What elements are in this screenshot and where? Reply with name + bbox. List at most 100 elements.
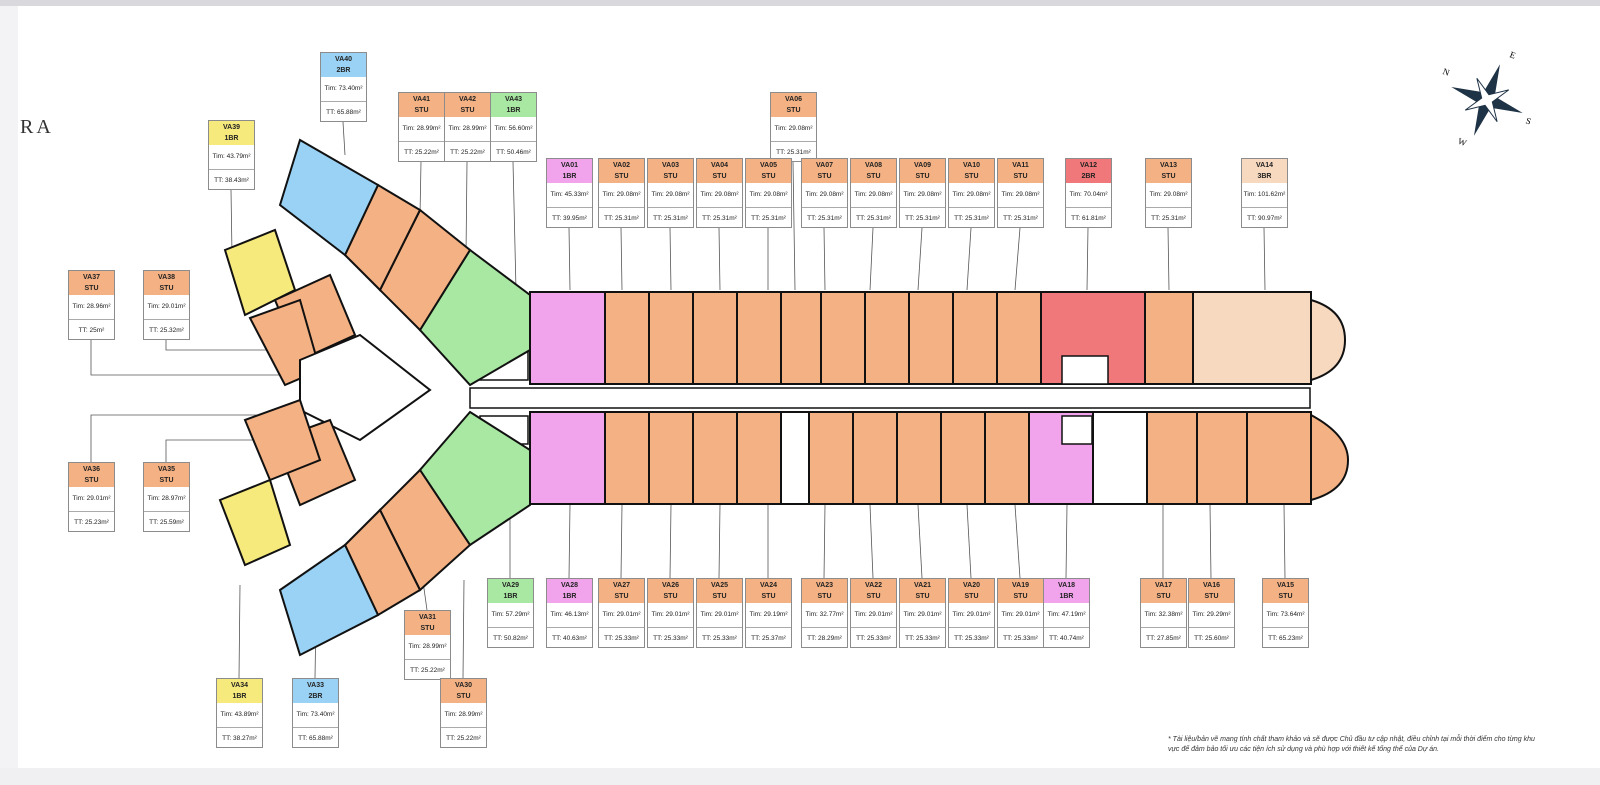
unit-code: VA42	[459, 96, 476, 103]
unit-net-area: TT: 25.33m²	[653, 635, 688, 642]
unit-gross-area: Tim: 29.01m²	[69, 487, 114, 512]
stair-core-mid	[780, 411, 810, 505]
unit-code: VA39	[223, 124, 240, 131]
unit-gross-area: Tim: 29.08m²	[697, 183, 742, 208]
unit-net-area: TT: 40.74m²	[1049, 635, 1084, 642]
unit-gross-area: Tim: 29.08m²	[771, 117, 816, 142]
unit-type: STU	[460, 107, 475, 114]
unit-type: STU	[761, 593, 776, 600]
unit-code: VA35	[158, 466, 175, 473]
unit-type: STU	[159, 477, 174, 484]
leader-va23	[823, 504, 826, 579]
unit-VA25	[692, 411, 738, 505]
unit-gross-area: Tim: 29.01m²	[697, 603, 742, 628]
unit-VA34	[218, 478, 292, 567]
unit-VA02	[604, 291, 650, 385]
unit-VA05	[736, 291, 782, 385]
unit-code: VA24	[760, 582, 777, 589]
unit-net-area: TT: 27.85m²	[1146, 635, 1181, 642]
unit-gross-area: Tim: 28.99m²	[405, 635, 450, 660]
unit-code: VA16	[1203, 582, 1220, 589]
unit-VA09	[908, 291, 954, 385]
unit-net-area: TT: 25.32m²	[149, 327, 184, 334]
unit-net-area: TT: 25.31m²	[905, 215, 940, 222]
unit-VA18	[1028, 411, 1094, 505]
unit-net-area: TT: 25.31m²	[856, 215, 891, 222]
leader-va36	[90, 414, 290, 462]
unit-type: STU	[964, 173, 979, 180]
unit-type: STU	[866, 173, 881, 180]
leader-va10	[966, 227, 972, 291]
unit-type: 1BR	[1059, 593, 1074, 600]
unit-code: VA19	[1012, 582, 1029, 589]
unit-net-area: TT: 25.31m²	[653, 215, 688, 222]
unit-gross-area: Tim: 29.01m²	[900, 603, 945, 628]
upper-left-wing	[223, 138, 531, 442]
unit-net-area: TT: 25.33m²	[856, 635, 891, 642]
left-edge	[0, 6, 18, 785]
unit-code: VA08	[865, 162, 882, 169]
unit-type: STU	[866, 593, 881, 600]
unit-net-area: TT: 25.59m²	[149, 519, 184, 526]
unit-net-area: TT: 25.31m²	[807, 215, 842, 222]
unit-VA16	[1196, 411, 1248, 505]
unit-gross-area: Tim: 28.99m²	[445, 117, 490, 142]
unit-code: VA05	[760, 162, 777, 169]
unit-net-area: TT: 25.23m²	[74, 519, 109, 526]
unit-code: VA34	[231, 682, 248, 689]
unit-VA15-bay	[1310, 413, 1350, 502]
unit-net-area: TT: 38.43m²	[214, 177, 249, 184]
unit-gross-area: Tim: 73.40m²	[321, 77, 366, 102]
unit-type: STU	[964, 593, 979, 600]
unit-gross-area: Tim: 29.08m²	[648, 183, 693, 208]
unit-net-area: TT: 39.95m²	[552, 215, 587, 222]
unit-code: VA23	[816, 582, 833, 589]
unit-gross-area: Tim: 73.64m²	[1263, 603, 1308, 628]
leader-va08	[869, 227, 874, 291]
unit-gross-area: Tim: 73.40m²	[293, 703, 338, 728]
unit-VA13	[1144, 291, 1194, 385]
leader-va39	[230, 189, 233, 256]
unit-code: VA31	[419, 614, 436, 621]
unit-card-header: VA34 1BR	[217, 679, 262, 703]
unit-type: 1BR	[503, 593, 518, 600]
unit-net-area: TT: 25.60m²	[1194, 635, 1229, 642]
unit-VA15	[1246, 411, 1312, 505]
unit-gross-area: Tim: 28.97m²	[144, 487, 189, 512]
unit-type: 1BR	[232, 693, 247, 700]
unit-VA29	[418, 410, 531, 547]
unit-type: 2BR	[1081, 173, 1096, 180]
unit-net-area: TT: 25m²	[78, 327, 105, 334]
unit-VA20	[940, 411, 986, 505]
unit-type: STU	[761, 173, 776, 180]
unit-VA26	[648, 411, 694, 505]
leader-va01	[568, 227, 571, 291]
unit-VA14	[1192, 291, 1312, 385]
unit-gross-area: Tim: 29.01m²	[648, 603, 693, 628]
unit-gross-area: Tim: 45.33m²	[547, 183, 592, 208]
unit-code: VA07	[816, 162, 833, 169]
leader-va04	[718, 227, 721, 291]
